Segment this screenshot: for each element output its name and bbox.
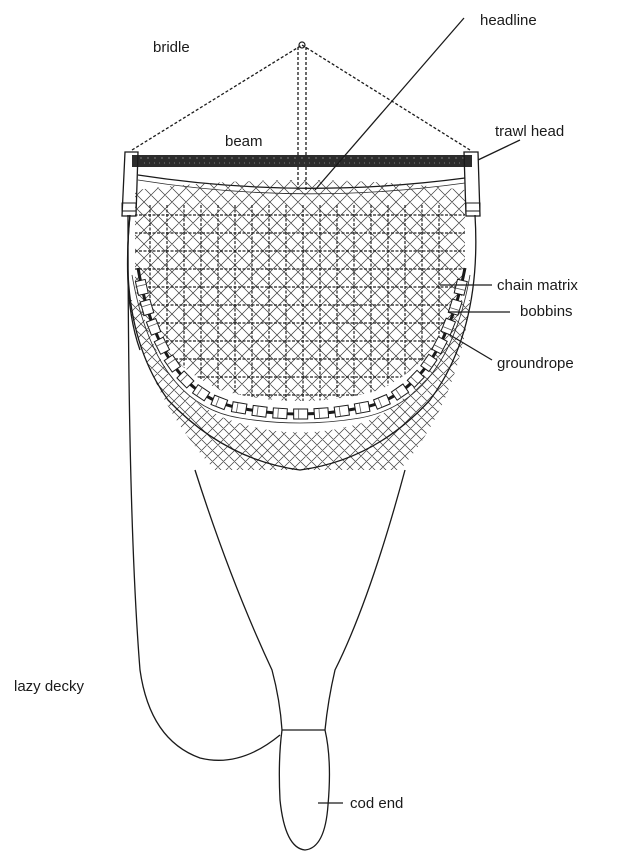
bobbin	[294, 409, 308, 419]
label-cod-end: cod end	[350, 795, 403, 812]
label-groundrope: groundrope	[497, 355, 574, 372]
beam	[132, 155, 472, 167]
bobbin	[334, 405, 349, 417]
bobbin	[231, 402, 246, 414]
headline	[138, 175, 465, 188]
bobbin	[252, 405, 267, 417]
bobbin	[273, 408, 288, 419]
label-bobbins: bobbins	[520, 303, 573, 320]
label-bridle: bridle	[153, 39, 190, 56]
net-funnel	[195, 470, 405, 730]
label-trawl-head: trawl head	[495, 123, 564, 140]
label-lazy-decky: lazy decky	[14, 678, 85, 695]
label-chain-matrix: chain matrix	[497, 277, 578, 294]
lower-net-mesh	[0, 300, 624, 480]
lazy-decky	[128, 215, 280, 760]
cod-end	[279, 730, 329, 850]
bobbin	[354, 401, 370, 413]
label-headline: headline	[480, 12, 537, 29]
bobbin	[314, 408, 329, 419]
bobbin	[140, 299, 154, 315]
upper-net-mesh	[0, 180, 624, 420]
label-beam: beam	[225, 133, 263, 150]
bridle	[132, 42, 470, 190]
